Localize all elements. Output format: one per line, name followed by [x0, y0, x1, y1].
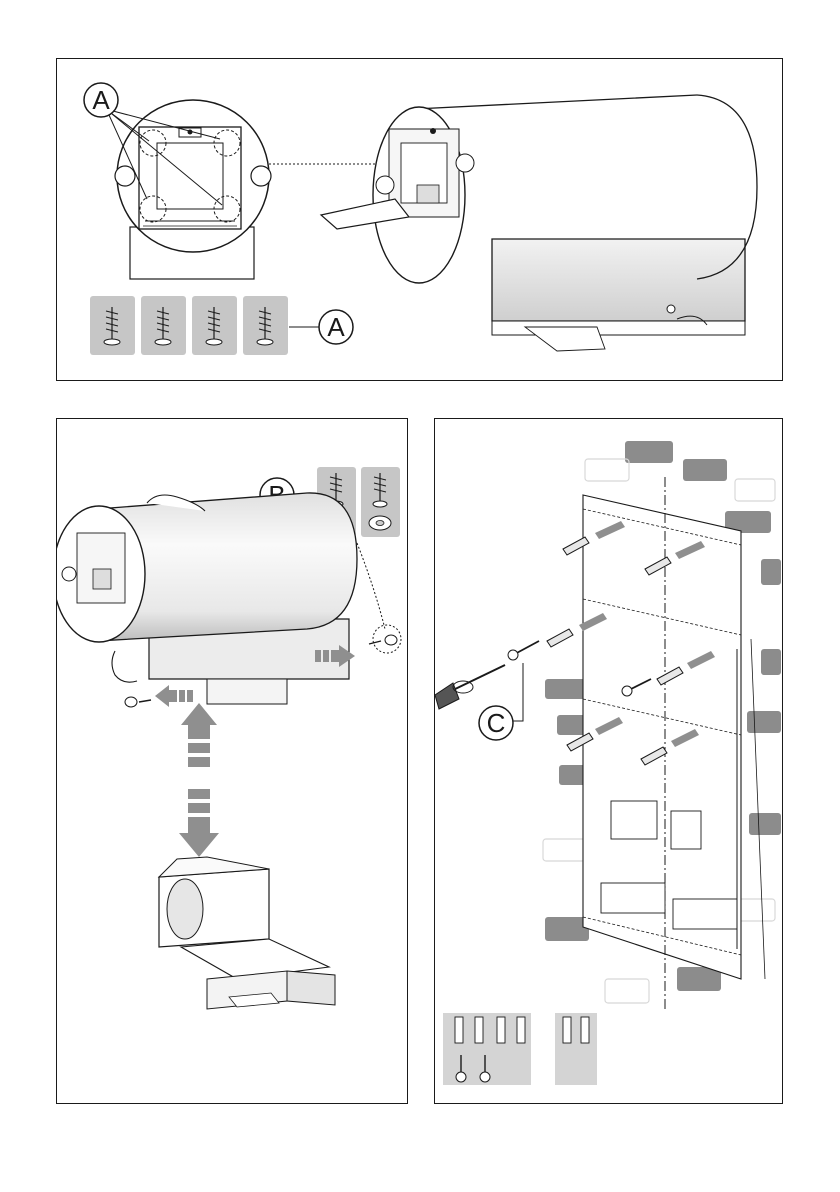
hand-bottom	[112, 651, 137, 682]
washer-icon	[369, 516, 391, 530]
callout-a-top-label: A	[92, 85, 110, 115]
hood-lower-box	[492, 239, 745, 321]
wall-plug-icon	[475, 1017, 483, 1043]
panel-wall-drilling-template: C	[434, 418, 783, 1104]
hood-cylinder	[321, 95, 757, 351]
arrow-icon	[181, 703, 217, 767]
motor-housing	[159, 857, 335, 1009]
washer-icon	[385, 635, 397, 645]
washer-icon	[125, 697, 137, 707]
motor-fan	[167, 879, 203, 939]
screw-icon	[192, 296, 237, 355]
panel-attach-cylinder-to-motor: B	[56, 418, 408, 1104]
screw-icon	[369, 641, 381, 644]
cylinder-attachment-diagram: B	[57, 419, 408, 1104]
screw-icon	[139, 700, 151, 702]
detail-hole-left	[115, 166, 135, 186]
screw-icon	[90, 296, 135, 355]
detail-hole-right	[251, 166, 271, 186]
wall-plug-icon	[455, 1017, 463, 1043]
screw-icon	[243, 296, 288, 355]
arrow-icon	[155, 685, 193, 707]
hood-body	[415, 95, 697, 109]
screwdriver-icon	[435, 665, 505, 709]
panel-hood-interior-screws: A	[56, 58, 783, 381]
wall-plug-icon	[497, 1017, 505, 1043]
wall-plug-icon	[581, 1017, 589, 1043]
hood-cylinder	[57, 493, 357, 704]
wall-mounting-diagram: C	[435, 419, 783, 1104]
hood-interior-diagram: A	[57, 59, 783, 381]
wall-plug-icon	[563, 1017, 571, 1043]
screw-icon	[508, 641, 539, 660]
fastener-kit	[443, 1013, 597, 1085]
callout-a-screws-label: A	[327, 312, 345, 342]
callout-c-label: C	[487, 708, 506, 738]
arrow-icon	[179, 789, 219, 857]
detail-magnifier	[115, 100, 271, 279]
screw-set-a: A	[90, 296, 353, 355]
wall-plug-icon	[517, 1017, 525, 1043]
screw-icon	[141, 296, 186, 355]
